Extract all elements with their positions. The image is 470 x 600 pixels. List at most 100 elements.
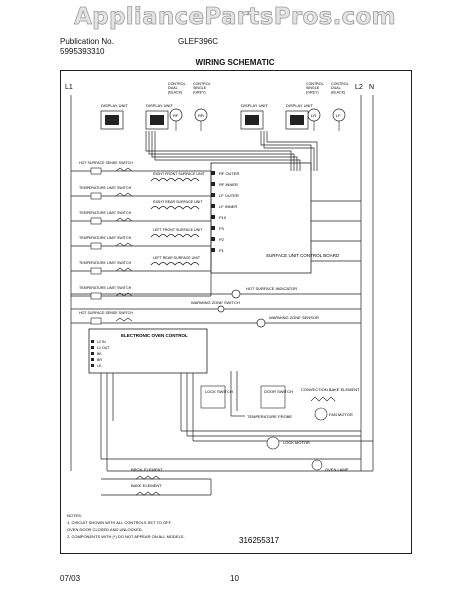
oven-pin-label: L2 IN	[97, 340, 106, 344]
terminal-5: P10	[211, 215, 227, 220]
box-to-l2-wires	[311, 200, 361, 262]
knob-label: LF	[336, 113, 341, 118]
terminal-4: LF INNER	[211, 204, 237, 209]
oven-pin-3: BK	[91, 352, 102, 356]
svg-text:BROIL ELEMENT: BROIL ELEMENT	[131, 467, 163, 472]
footer-date: 07/03	[60, 574, 81, 583]
oven-control-label: ELECTRONIC OVEN CONTROL	[121, 333, 188, 338]
oven-pin-label: BK	[97, 352, 102, 356]
switch-label: TEMPERATURE LIMIT SWITCH	[79, 261, 132, 265]
terminal-6: P3	[211, 226, 225, 231]
display-unit-label: DISPLAY UNIT	[241, 103, 269, 108]
knob-label: LR	[311, 113, 316, 118]
svg-text:FAN MOTOR: FAN MOTOR	[329, 412, 353, 417]
coil-label: RIGHT REAR SURFACE UNIT	[153, 200, 203, 204]
switch-label: TEMPERATURE LIMIT SWITCH	[79, 186, 132, 190]
svg-text:WARMING ZONE SENSOR: WARMING ZONE SENSOR	[269, 315, 319, 320]
fan-motor: FAN MOTOR	[314, 407, 353, 421]
display-unit-label: DISPLAY UNIT	[146, 103, 174, 108]
lock-switch: LOCK SWITCH	[200, 385, 233, 409]
oven-pin-5: LK	[91, 364, 102, 368]
terminal-label: P10	[219, 215, 227, 220]
terminal-label: LF INNER	[219, 204, 237, 209]
coil-3: LEFT FRONT SURFACE UNIT	[150, 228, 203, 238]
terminal-1: RF OUTER	[211, 171, 240, 176]
warming-zone-sensor: WARMING ZONE SENSOR	[256, 315, 319, 328]
note-line: 2. COMPONENTS WITH (*) DO NOT APPEAR ON …	[67, 534, 185, 539]
switch-label: TEMPERATURE LIMIT SWITCH	[79, 211, 132, 215]
rail-n-label: N	[369, 84, 374, 91]
part-number: 316255317	[239, 536, 280, 545]
footer-page: 10	[230, 574, 239, 583]
hot-surface-indicator: HOT SURFACE INDICATOR	[231, 286, 297, 299]
switch-1: HOT SURFACE SENSE SWITCH	[79, 161, 133, 175]
warming-zone-switch: WARMING ZONE SWITCH	[191, 300, 240, 313]
coil-label: LEFT FRONT SURFACE UNIT	[153, 228, 203, 232]
schematic-title: WIRING SCHEMATIC	[195, 58, 275, 67]
display-unit-label: DISPLAY UNIT	[101, 103, 129, 108]
terminal-label: P1	[219, 248, 225, 253]
terminal-label: LF OUTER	[219, 193, 239, 198]
terminal-label: RF OUTER	[219, 171, 240, 176]
switch-7: HOT SURFACE SENSE SWITCH	[79, 311, 133, 325]
terminal-label: P3	[219, 226, 225, 231]
oven-pin-label: LK	[97, 364, 102, 368]
svg-text:CONVECTION BAKE ELEMENT: CONVECTION BAKE ELEMENT	[301, 387, 360, 392]
display-unit: DISPLAY UNIT	[285, 103, 314, 130]
coil-label: RIGHT FRONT SURFACE UNIT	[153, 172, 206, 176]
publication-label: Publication No.	[60, 37, 114, 46]
terminal-3: LF OUTER	[211, 193, 239, 198]
knob-label: RF	[173, 113, 179, 118]
bake-element: BAKE ELEMENT	[131, 483, 162, 496]
switch-5: TEMPERATURE LIMIT SWITCH	[79, 261, 133, 275]
temperature-probe: TEMPERATURE PROBE	[231, 414, 292, 419]
coil-1: RIGHT FRONT SURFACE UNIT	[150, 172, 206, 182]
terminal-8: P1	[211, 248, 225, 253]
svg-text:LOCK MOTOR: LOCK MOTOR	[283, 440, 310, 445]
svg-text:HOT SURFACE INDICATOR: HOT SURFACE INDICATOR	[246, 286, 297, 291]
lock-motor: LOCK MOTOR	[266, 436, 310, 450]
display-unit-label: DISPLAY UNIT	[286, 103, 314, 108]
rail-l1-label: L1	[65, 84, 73, 91]
coil-4: LEFT REAR SURFACE UNIT	[150, 256, 201, 266]
convection-bake-element: CONVECTION BAKE ELEMENT	[301, 387, 360, 402]
middle-rungs	[71, 293, 361, 324]
svg-text:LOCK SWITCH: LOCK SWITCH	[205, 389, 233, 394]
broil-element: BROIL ELEMENT	[131, 467, 163, 480]
terminal-label: RF INNER	[219, 182, 238, 187]
display-unit: DISPLAY UNIT	[240, 103, 269, 130]
model-number: GLEF396C	[178, 37, 219, 46]
notes-block: NOTES:1. CIRCUIT SHOWN WITH ALL CONTROLS…	[67, 513, 185, 539]
svg-text:OVEN LAMP: OVEN LAMP	[325, 467, 349, 472]
element-wiring	[101, 478, 212, 496]
svg-text:TEMPERATURE PROBE: TEMPERATURE PROBE	[247, 414, 292, 419]
oven-pin-2: L1 OUT	[91, 346, 110, 350]
watermark: AppliancePartsPros.com	[74, 4, 396, 31]
oven-pin-4: BR	[91, 358, 102, 362]
note-line: OVEN DOOR CLOSED AND UNLOCKED.	[67, 527, 143, 532]
oven-lamp: OVEN LAMP	[311, 459, 349, 472]
coil-label: LEFT REAR SURFACE UNIT	[153, 256, 201, 260]
rail-l2-label: L2	[355, 84, 363, 91]
door-switch: DOOR SWITCH	[260, 385, 293, 409]
switch-4: TEMPERATURE LIMIT SWITCH	[79, 236, 133, 250]
surface-unit-box-label: SURFACE UNIT CONTROL BOARD	[266, 253, 340, 258]
knob-label: RR	[198, 113, 204, 118]
svg-text:DOOR SWITCH: DOOR SWITCH	[264, 389, 293, 394]
switch-6: TEMPERATURE LIMIT SWITCH	[79, 286, 133, 300]
oven-pin-label: L1 OUT	[97, 346, 110, 350]
switch-3: TEMPERATURE LIMIT SWITCH	[79, 211, 133, 225]
oven-pin-label: BR	[97, 358, 102, 362]
svg-text:BAKE ELEMENT: BAKE ELEMENT	[131, 483, 162, 488]
switch-label: TEMPERATURE LIMIT SWITCH	[79, 236, 132, 240]
svg-text:WARMING ZONE SWITCH: WARMING ZONE SWITCH	[191, 300, 240, 305]
display-unit: DISPLAY UNIT	[145, 103, 174, 130]
